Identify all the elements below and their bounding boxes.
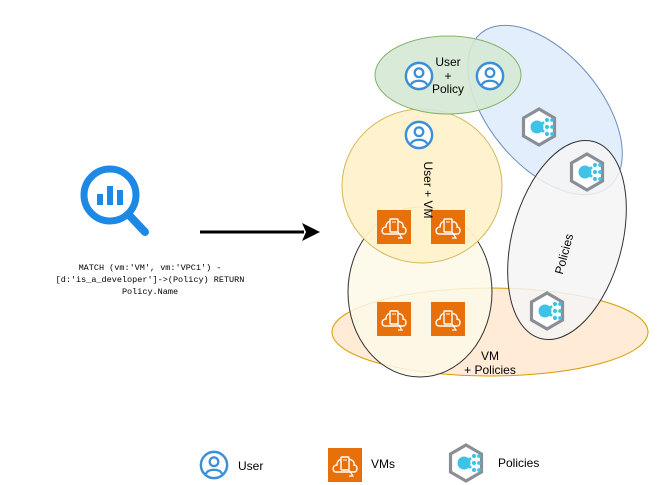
vm-icon (328, 448, 362, 482)
query-line-3: Policy.Name (122, 287, 178, 297)
vm-icon (431, 302, 465, 336)
legend-user-label: User (238, 459, 263, 473)
query-line-2: [d:'is_a_developer']->(Policy) RETURN (56, 275, 245, 285)
policies-region (507, 139, 627, 341)
vm-icon (431, 210, 465, 244)
legend-policies-label: Policies (498, 456, 539, 470)
user-policy-label-1: User (435, 55, 460, 69)
flow-arrow (200, 223, 320, 241)
user-icon (404, 120, 434, 150)
user-icon (199, 450, 229, 480)
vm-icon (377, 210, 411, 244)
user-policy-label-2: + (444, 69, 451, 83)
vm-icon (377, 302, 411, 336)
user-policy-region (374, 35, 522, 115)
user-policy-label-3: Policy (432, 82, 464, 96)
query-line-1: MATCH (vm:'VM', vm:'VPC1') - (79, 263, 222, 273)
legend: User VMs Policies (199, 443, 539, 483)
user-icon (404, 61, 434, 91)
legend-vms-label: VMs (371, 457, 395, 471)
cypher-query: MATCH (vm:'VM', vm:'VPC1') - [d:'is_a_de… (56, 263, 245, 297)
policy-icon (448, 443, 484, 483)
policy-icon (529, 291, 565, 331)
user-icon (475, 61, 505, 91)
policy-icon (521, 107, 557, 147)
search-analytics-icon (80, 165, 149, 236)
vm-policies-label-2: + Policies (464, 363, 516, 377)
user-vm-label: User + VM (421, 161, 435, 218)
policy-icon (569, 152, 605, 192)
vm-policies-label-1: VM (481, 349, 499, 363)
